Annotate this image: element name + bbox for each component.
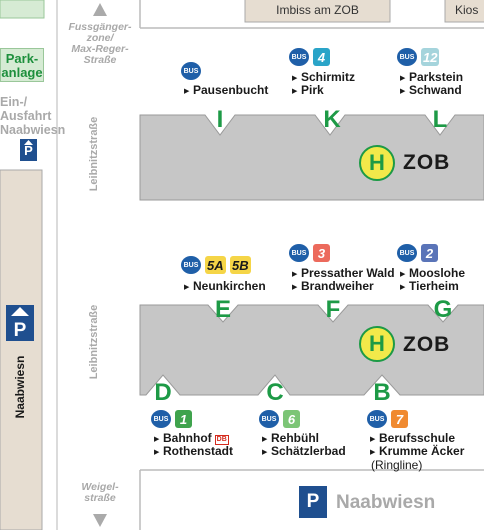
platform-i[interactable]: I (216, 106, 224, 133)
parking-icon: P (299, 486, 327, 518)
stop-d-destination-2[interactable]: ▶Rothenstadt (154, 444, 233, 458)
line-3-badge[interactable]: 3 (313, 244, 330, 262)
line-6-badge[interactable]: 6 (283, 410, 300, 428)
imbiss-label: Imbiss am ZOB (276, 3, 359, 17)
db-rail-icon: DB (214, 435, 229, 445)
kiosk-label: Kios (455, 3, 479, 17)
street-label-weigelstrasse: Weigel- straße (81, 481, 119, 504)
svg-text:P: P (24, 143, 33, 158)
stop-c-destination-1[interactable]: ▶Rehbühl (262, 431, 319, 445)
line-5a-badge[interactable]: 5A (205, 256, 226, 274)
zob-label-lower: ZOB (403, 333, 451, 356)
parking-naabwiesn-icon: P (6, 305, 34, 341)
parking-entrance-icon: P (20, 139, 37, 161)
zob-label-upper: ZOB (403, 151, 451, 174)
naabwiesn-strip (0, 169, 43, 530)
station-platform-upper (139, 114, 484, 201)
einfahrt-label: Ein-/ Ausfahrt Naabwiesn (0, 95, 66, 137)
parking-naabwiesn-label[interactable]: Naabwiesn (336, 492, 436, 513)
platform-g[interactable]: G (433, 296, 453, 323)
platform-b[interactable]: B (373, 379, 391, 406)
stop-g-destination-1[interactable]: ▶Mooslohe (400, 266, 465, 280)
platform-e[interactable]: E (214, 296, 231, 323)
station-platform-lower (139, 304, 484, 396)
stop-b-note: (Ringline) (371, 458, 423, 472)
bus-icon: BUS (367, 410, 387, 428)
stop-b-destination-1[interactable]: ▶Berufsschule (370, 431, 456, 445)
stop-k-destination-2[interactable]: ▶Pirk (292, 83, 324, 97)
stop-l-destination-1[interactable]: ▶Parkstein (400, 70, 464, 84)
naabwiesn-vertical-label: Naabwiesn (13, 355, 27, 419)
bus-icon: BUS (397, 244, 417, 262)
bus-icon: BUS (151, 410, 171, 428)
street-label-fussgaengerzone: Fussgänger- zone/ Max-Reger- Straße (68, 21, 132, 66)
stop-c-destination-2[interactable]: ▶Schätzlerbad (262, 444, 346, 458)
line-4-badge[interactable]: 4 (313, 48, 330, 66)
line-12-badge[interactable]: 12 (421, 48, 440, 66)
line-1-badge[interactable]: 1 (175, 410, 192, 428)
bus-icon: BUS (181, 256, 201, 274)
line-2-badge[interactable]: 2 (421, 244, 438, 262)
stop-i-destination-1[interactable]: ▶Pausenbucht (184, 83, 269, 97)
imbiss-building (244, 0, 391, 23)
bus-icon: BUS (259, 410, 279, 428)
kiosk-building (444, 0, 484, 23)
arrow-down-icon (93, 514, 107, 527)
platform-l[interactable]: L (432, 106, 448, 133)
stop-f-destination-2[interactable]: ▶Brandweiher (292, 279, 374, 293)
leibnitzstrasse-label-upper: Leibnitzstraße (88, 116, 100, 192)
stop-b-destination-2[interactable]: ▶Krumme Äcker (370, 444, 465, 458)
green-strip (0, 0, 45, 19)
hub-h-icon: H (359, 326, 395, 362)
stop-g-destination-2[interactable]: ▶Tierheim (400, 279, 459, 293)
line-5b-badge[interactable]: 5B (230, 256, 251, 274)
platform-f[interactable]: F (325, 296, 341, 323)
stop-e-destination-1[interactable]: ▶Neunkirchen (184, 279, 266, 293)
svg-text:P: P (14, 320, 27, 341)
platform-d[interactable]: D (154, 379, 172, 406)
parkanlage-label: Park- anlage (0, 48, 44, 82)
arrow-up-icon (93, 3, 107, 16)
bus-icon: BUS (289, 244, 309, 262)
stop-f-destination-1[interactable]: ▶Pressather Wald (292, 266, 395, 280)
leibnitzstrasse-label-lower: Leibnitzstraße (88, 304, 100, 380)
hub-h-icon: H (359, 145, 395, 181)
bus-icon: BUS (397, 48, 417, 66)
platform-c[interactable]: C (266, 379, 284, 406)
line-7-badge[interactable]: 7 (391, 410, 408, 428)
stop-k-destination-1[interactable]: ▶Schirmitz (292, 70, 356, 84)
stop-l-destination-2[interactable]: ▶Schwand (400, 83, 462, 97)
bus-icon: BUS (289, 48, 309, 66)
bus-icon: BUS (181, 62, 201, 80)
platform-k[interactable]: K (323, 106, 341, 133)
